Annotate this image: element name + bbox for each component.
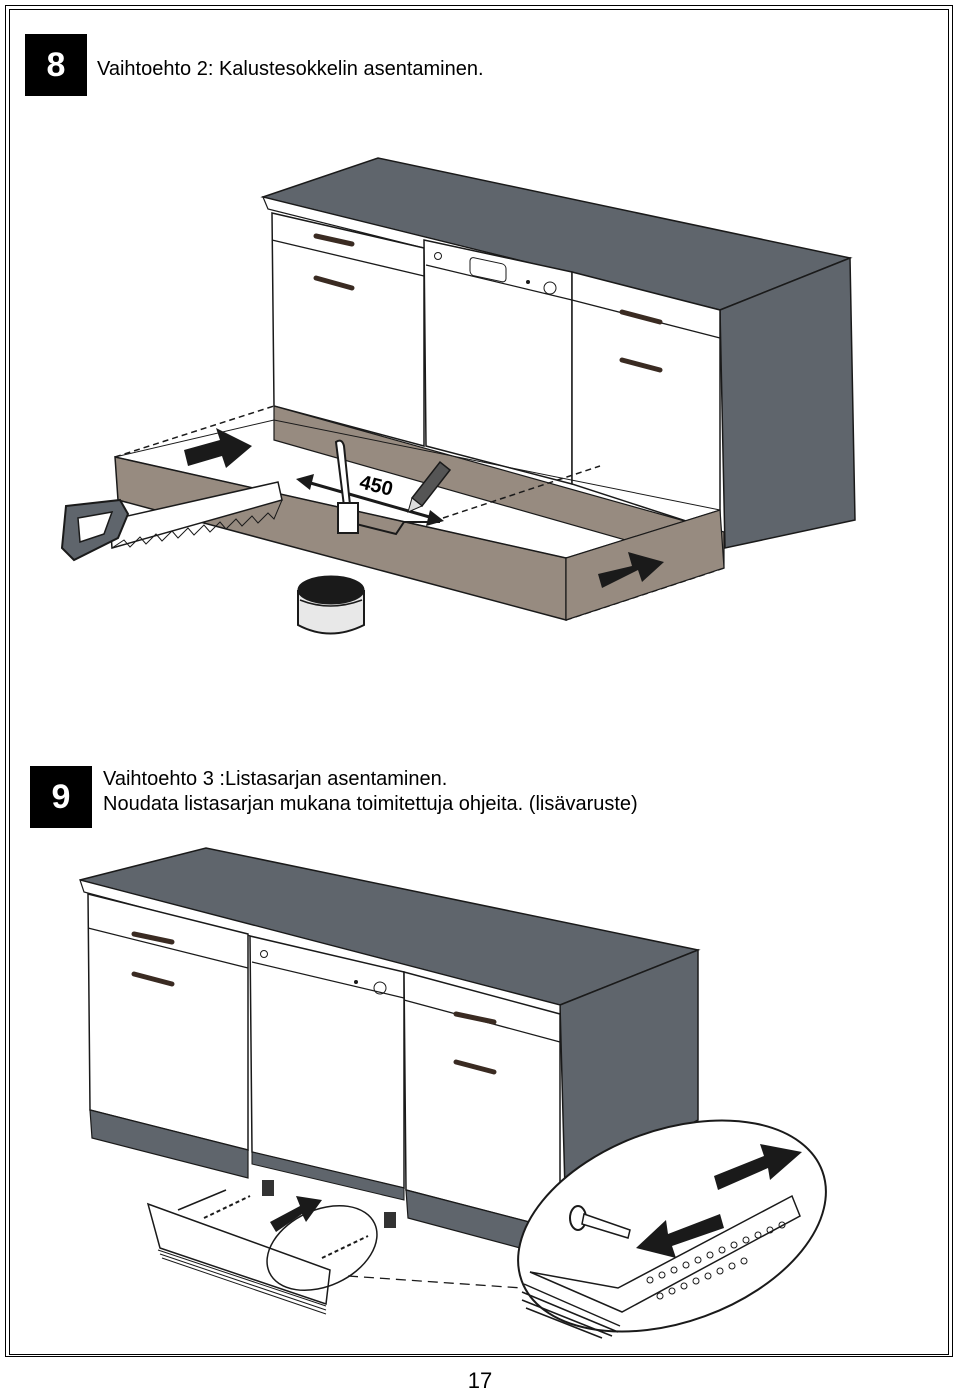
detail-ellipse-small — [266, 1204, 378, 1292]
dishwasher-front-9 — [249, 935, 405, 1189]
screw-icon — [569, 1205, 631, 1239]
measure-arrow-right — [426, 510, 444, 526]
detail-ellipse-large — [517, 1119, 827, 1339]
left-drawer-line-9 — [87, 927, 249, 969]
plinth-notch — [339, 519, 440, 536]
dishwasher-knob — [543, 281, 557, 295]
step-9-badge: 9 — [30, 766, 92, 828]
page-number: 17 — [467, 1368, 493, 1393]
arrow-right-plinth — [598, 552, 664, 588]
pencil-icon — [407, 460, 452, 513]
direction-arrows — [184, 428, 664, 588]
dishwasher-dot — [526, 280, 530, 284]
left-drawer-line — [271, 239, 425, 277]
cabinet-side — [719, 256, 856, 549]
measure-arrow-left — [296, 474, 314, 490]
step-9-title: Vaihtoehto 3 :Listasarjan asentaminen. — [103, 768, 448, 790]
cabinet-handles-9 — [131, 931, 497, 1075]
dishwasher-dot-9 — [354, 980, 358, 984]
left-cabinet-front — [271, 212, 425, 447]
zoom-arrow-right — [714, 1144, 802, 1190]
brush-icon — [334, 439, 359, 534]
measure-line — [299, 478, 441, 522]
step-8-title: Vaihtoehto 2: Kalustesokkelin asentamine… — [97, 58, 484, 80]
step-8-illustration: 450 — [60, 157, 856, 635]
page-frame-outer — [5, 5, 953, 1357]
step-9-instruction: Noudata listasarjan mukana toimitettuja … — [103, 793, 638, 815]
plinth-strip-middle — [251, 1151, 405, 1201]
dishwasher-light-9 — [260, 950, 268, 958]
dishwasher-light — [434, 252, 442, 260]
dishwasher-handle — [469, 257, 507, 283]
plinth-kit-small — [146, 1189, 369, 1315]
dishwasher-panel-line-9 — [251, 961, 405, 999]
right-cabinet-front-9 — [403, 971, 561, 1231]
saw-icon — [60, 481, 283, 562]
arrow-left-plinth — [184, 428, 252, 468]
zoom-connector-lines — [347, 1275, 523, 1289]
step-8-badge: 8 — [25, 34, 87, 96]
dishwasher-knob-9 — [373, 981, 387, 995]
adjustable-feet — [262, 1180, 396, 1228]
plinth-strip-left — [89, 1109, 249, 1179]
paint-can-icon — [297, 575, 365, 635]
zoom-arrow-left — [636, 1214, 724, 1258]
dishwasher-panel-line — [425, 264, 573, 301]
cabinet-handles — [313, 233, 663, 373]
page-frame-inner — [9, 9, 949, 1355]
left-cabinet-front-9 — [87, 893, 249, 1151]
